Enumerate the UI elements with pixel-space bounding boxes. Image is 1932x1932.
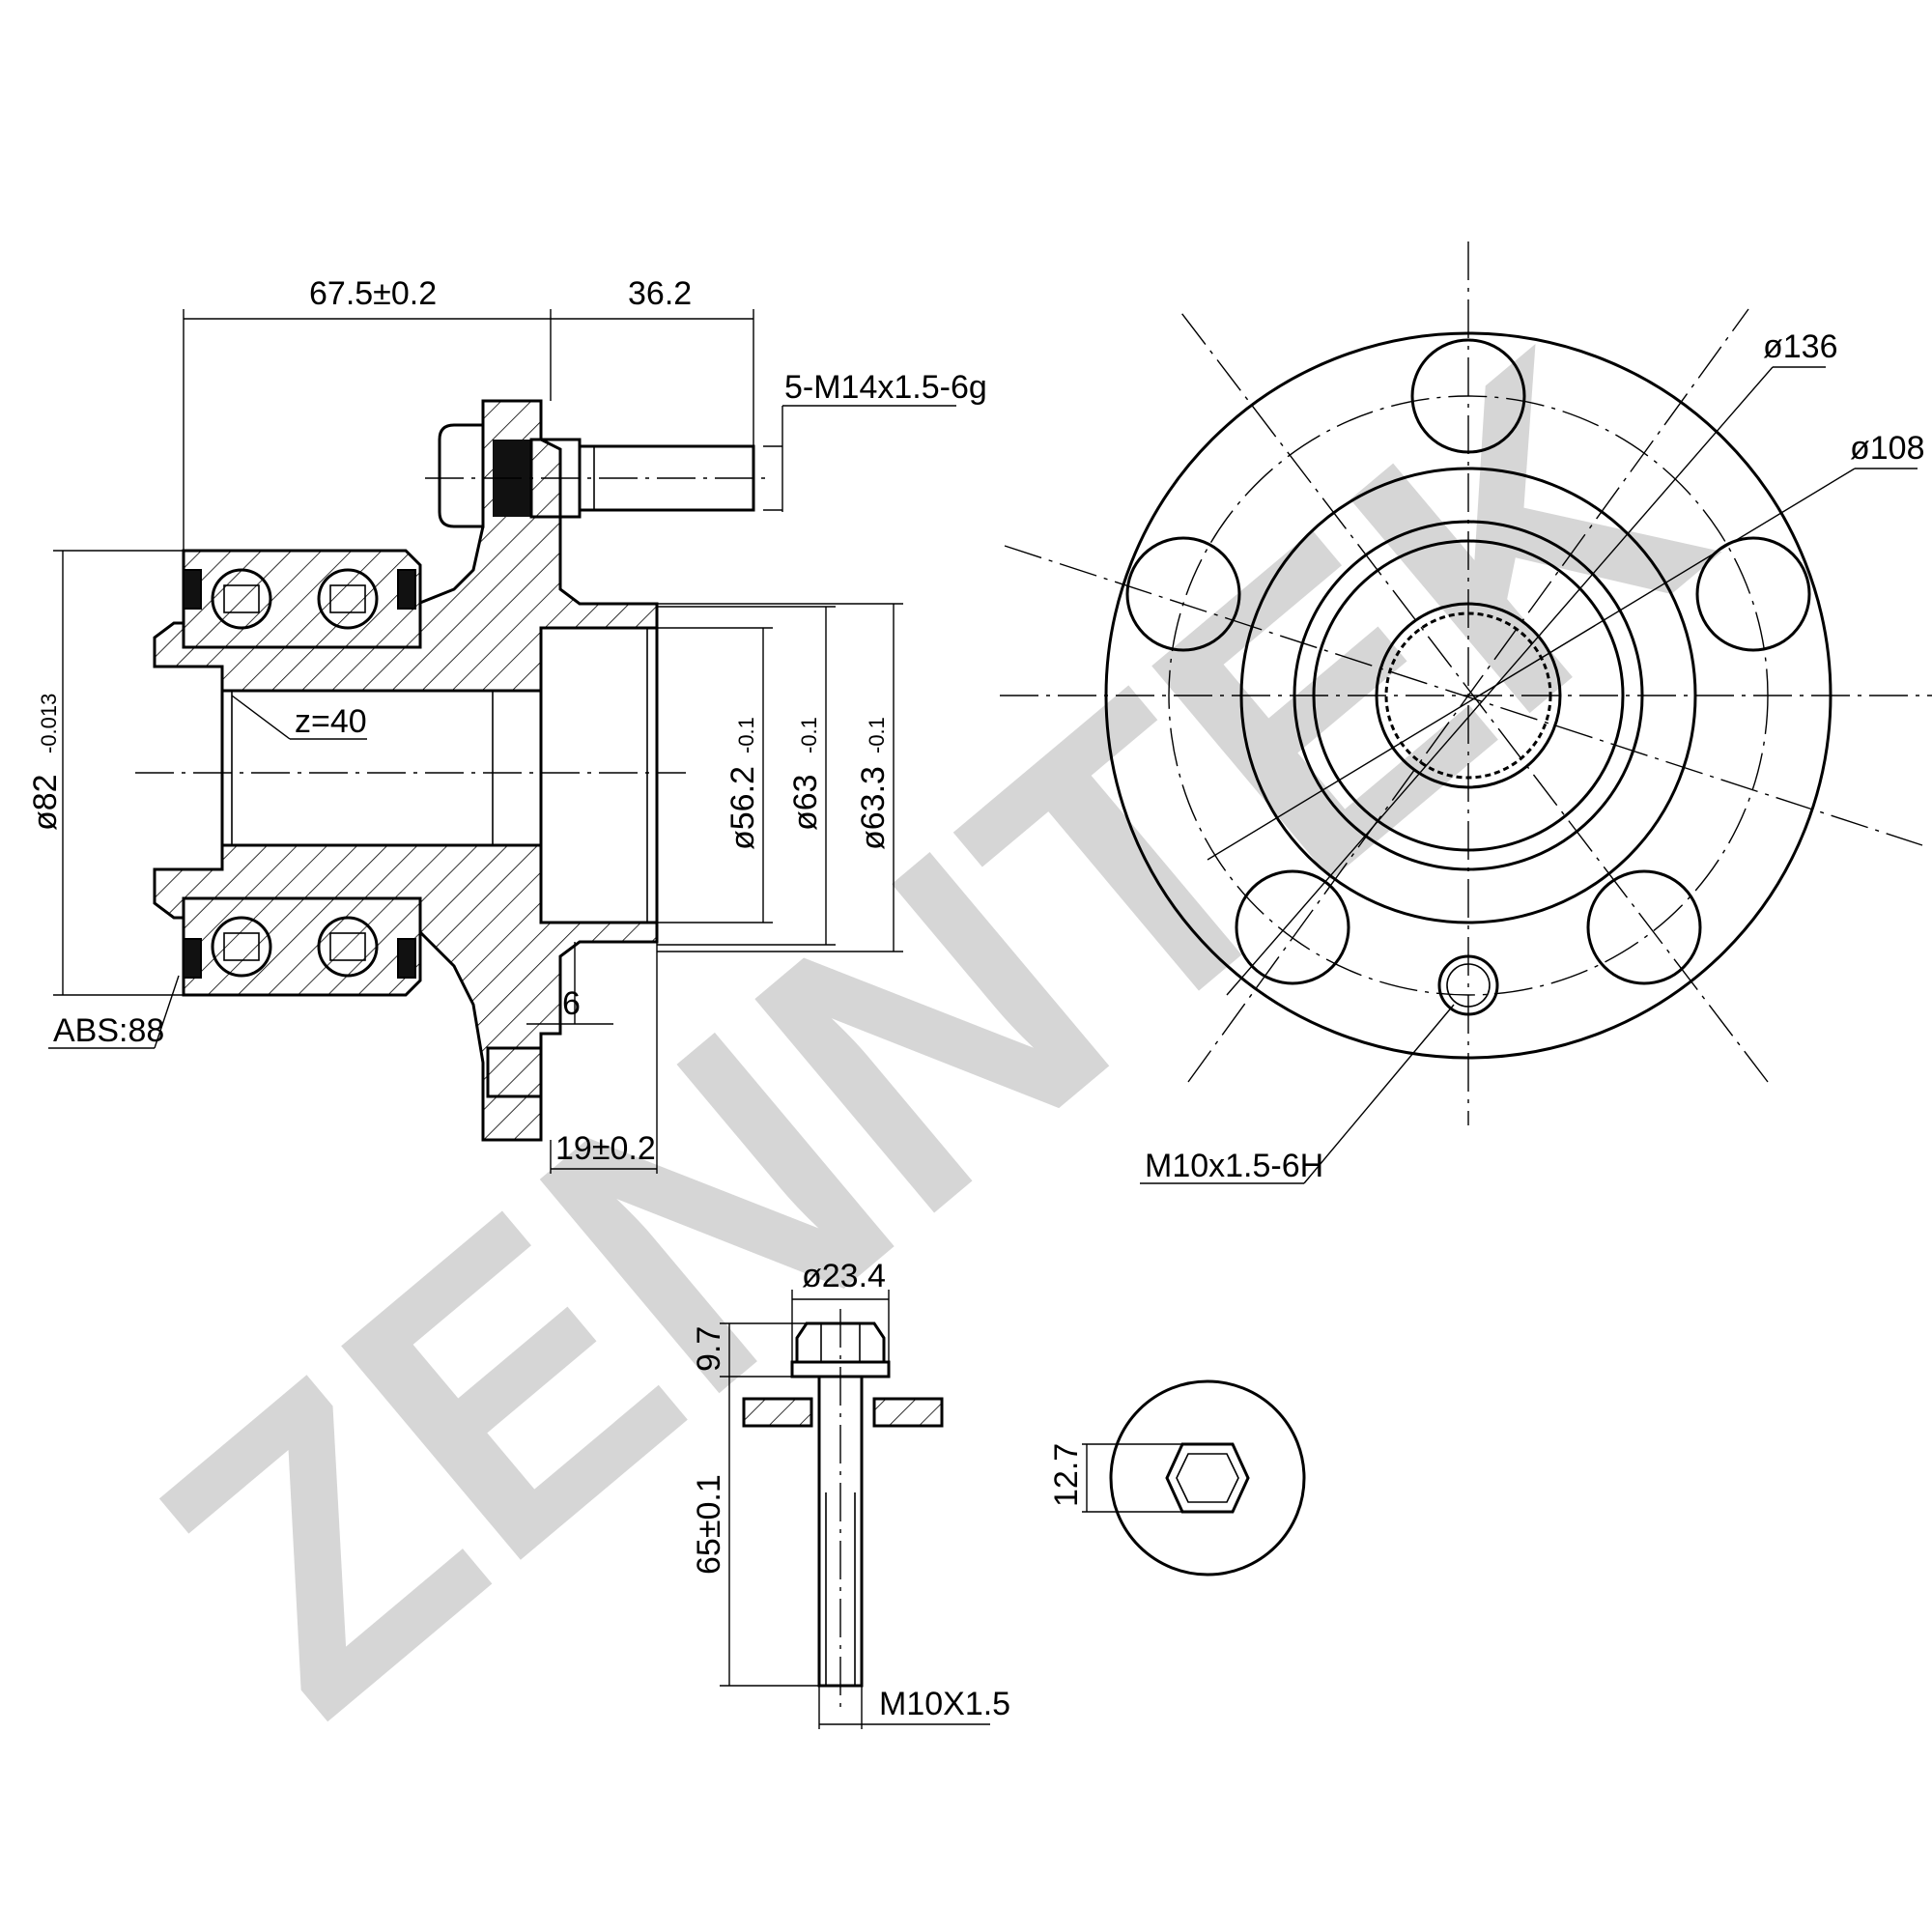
flange-thickness-label: 6: [562, 985, 581, 1022]
outer-dia-tol: -0.013: [37, 694, 61, 753]
flange-offset-label: 67.5±0.2: [309, 275, 437, 312]
section-dimensions: 67.5±0.2 36.2 5-M14x1.5-6g z=40 ø82 -0.0…: [27, 275, 987, 1174]
pilot-dia-3-label: ø63.3: [855, 766, 892, 850]
hub-section-view: [135, 399, 773, 1142]
pilot-dia-2-label: ø63: [787, 774, 824, 831]
hub-circle-label: ø108: [1850, 430, 1925, 467]
outer-dia-label: ø82: [27, 774, 64, 831]
pilot-dia-2-tol: -0.1: [797, 717, 821, 753]
watermark: ZENNTEK: [83, 269, 1780, 1796]
seal: [397, 938, 416, 979]
stud-protrusion-label: 36.2: [628, 275, 692, 312]
bolt-end-view: 12.7: [1048, 1379, 1306, 1577]
outer-race-upper: [182, 549, 422, 649]
screw-hole-label: M10x1.5-6H: [1145, 1148, 1323, 1184]
bolt-circle-label: ø136: [1763, 328, 1838, 365]
outer-race-lower: [182, 896, 422, 997]
pilot-dia-1-tol: -0.1: [734, 717, 758, 753]
hub-length-label: 19±0.2: [555, 1130, 656, 1167]
head-height-label: 9.7: [691, 1326, 727, 1372]
bolt-dimensions: ø23.4 9.7 65±0.1 M10X1.5: [691, 1258, 1010, 1729]
stud-holes: [1125, 338, 1811, 985]
bolt-side-view: [742, 1309, 944, 1710]
pilot-dia-3-tol: -0.1: [865, 717, 889, 753]
head-dia-label: ø23.4: [802, 1258, 886, 1294]
pilot-dia-1-label: ø56.2: [724, 766, 761, 850]
hub-front-view: [1000, 242, 1932, 1125]
pilot-boss: [539, 626, 659, 924]
hex-size-label: 12.7: [1048, 1443, 1085, 1507]
seal: [183, 938, 202, 979]
front-dimensions: ø136 ø108 M10x1.5-6H: [1140, 328, 1925, 1184]
bolt-thread-label: M10X1.5: [879, 1686, 1010, 1722]
bearing-balls: [211, 568, 379, 978]
abs-label: ABS:88: [53, 1012, 164, 1049]
watermark-text: ZENNTEK: [83, 269, 1780, 1796]
spline-teeth-label: z=40: [295, 703, 367, 740]
bolt-length-label: 65±0.1: [691, 1474, 727, 1575]
studs-label: 5-M14x1.5-6g: [784, 369, 987, 406]
seal: [183, 569, 202, 610]
seal: [397, 569, 416, 610]
lower-stud-hole: [486, 1046, 543, 1098]
